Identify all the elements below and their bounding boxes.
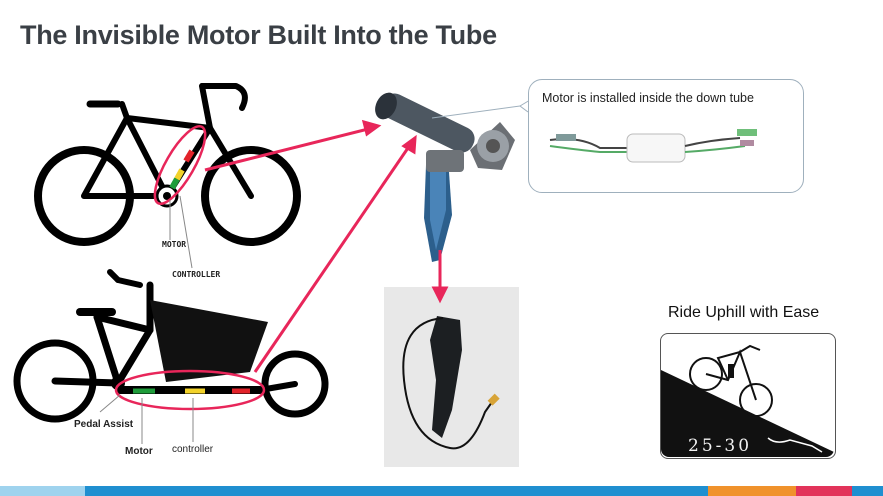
footer-segment-orange — [708, 486, 796, 496]
page-title: The Invisible Motor Built Into the Tube — [20, 20, 497, 50]
motor-callout-text: Motor is installed inside the down tube — [542, 91, 754, 105]
cargo-bike-motor-label: Motor — [125, 446, 153, 457]
road-bike-color-segments — [169, 149, 195, 190]
footer-segment-blue-end — [852, 486, 883, 496]
road-bike-illustration — [34, 83, 301, 246]
cargo-bike-illustration — [13, 269, 329, 423]
cargo-bike-front-wheel — [261, 350, 329, 418]
road-bike-controller-label: CONTROLLER — [172, 270, 221, 279]
footer-color-band — [0, 486, 883, 496]
footer-segment-blue — [85, 486, 708, 496]
cargo-bike-controller-label: controller — [172, 444, 214, 455]
pointer-arrows — [204, 119, 449, 373]
cargo-bike-pedal-assist-label: Pedal Assist — [74, 419, 134, 430]
ride-uphill-title: Ride Uphill with Ease — [668, 304, 820, 321]
crank-arm-photo — [402, 316, 500, 450]
motor-unit-illustration — [375, 92, 515, 262]
cargo-box — [150, 300, 268, 382]
road-bike-motor-label: MOTOR — [162, 240, 187, 249]
footer-segment-light-blue — [0, 486, 85, 496]
footer-segment-red — [796, 486, 852, 496]
road-bike-highlight-ellipse — [153, 125, 207, 205]
ride-uphill-grade: 25-30 — [688, 436, 753, 456]
cargo-bike-highlight-ellipse — [114, 369, 266, 411]
road-bike-front-wheel — [201, 146, 301, 246]
